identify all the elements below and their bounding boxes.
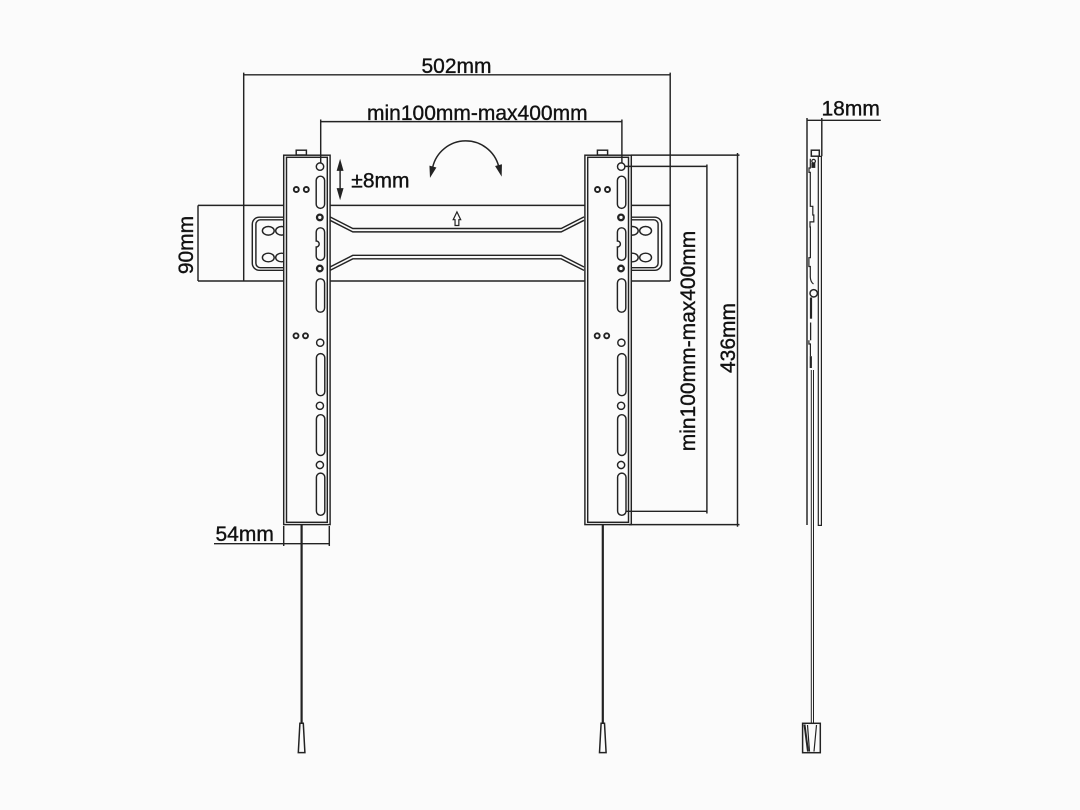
svg-text:±8mm: ±8mm	[351, 169, 409, 192]
svg-text:502mm: 502mm	[421, 55, 491, 78]
svg-text:18mm: 18mm	[822, 97, 880, 120]
svg-text:min100mm-max400mm: min100mm-max400mm	[367, 102, 588, 125]
svg-text:54mm: 54mm	[216, 523, 274, 546]
svg-text:min100mm-max400mm: min100mm-max400mm	[677, 231, 700, 452]
svg-text:436mm: 436mm	[717, 303, 740, 373]
svg-text:90mm: 90mm	[175, 216, 198, 274]
